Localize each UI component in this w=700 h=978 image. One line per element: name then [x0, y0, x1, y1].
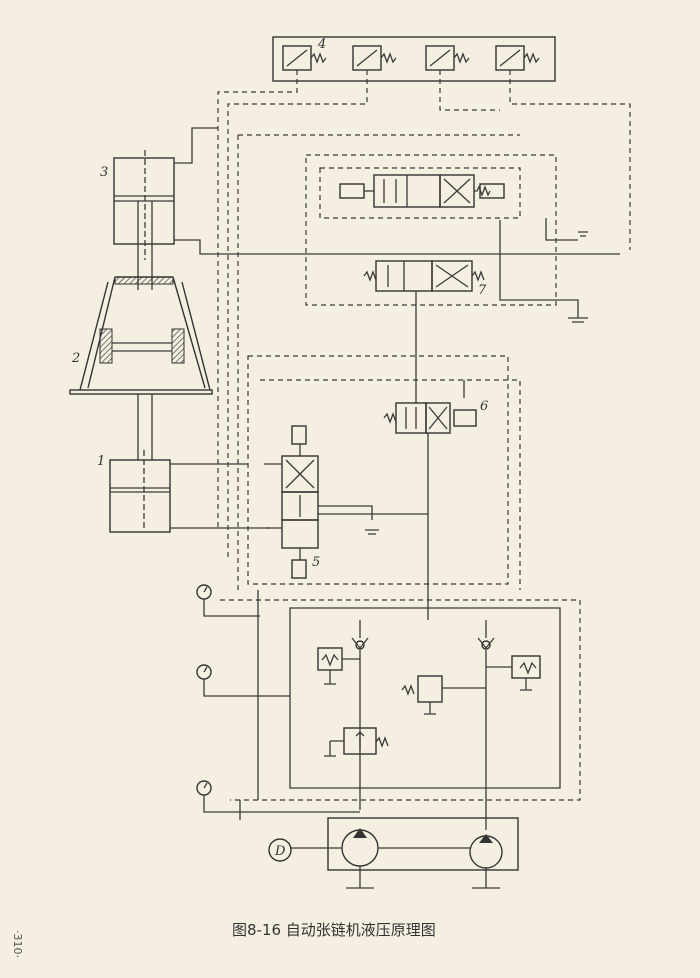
check-valve-icon: [477, 620, 495, 830]
check-valve-icon: [351, 620, 369, 810]
pump-icon: [341, 828, 379, 889]
gauge-icon: [196, 584, 260, 617]
label-4: 4: [317, 37, 326, 52]
label-7: 7: [478, 283, 487, 298]
pressure-gauges: [196, 584, 360, 813]
frame-2: 2: [69, 276, 213, 460]
relief-valve-icon: [486, 655, 541, 691]
pressure-reducing-valve-icon: [401, 675, 486, 715]
valve-6: 6: [247, 350, 509, 620]
label-1: 1: [97, 454, 105, 469]
pump-circuit-valves: [317, 620, 541, 830]
figure-caption: 图8-16 自动张链机液压原理图: [232, 921, 436, 939]
valve-group-7: 7: [305, 154, 588, 350]
pilot-lines-top: [217, 70, 631, 590]
pressure-switch: [425, 45, 470, 71]
label-5: 5: [312, 555, 320, 570]
gauge-icon: [196, 780, 360, 813]
main-lines: [220, 379, 581, 820]
pressure-switch-group: 4: [272, 36, 556, 82]
label-2: 2: [71, 351, 80, 366]
label-6: 6: [480, 399, 488, 414]
relief-valve-icon: [317, 647, 360, 685]
cylinder-1: 1: [97, 450, 270, 533]
valve-5: 5: [264, 425, 428, 579]
pump-icon: [469, 834, 503, 889]
motor-symbol: D: [274, 844, 286, 859]
page-number-side: ·310·: [11, 930, 24, 958]
pressure-switch: [352, 45, 397, 71]
pressure-switch: [495, 45, 540, 71]
sequence-valve-icon: [324, 727, 389, 757]
pump-unit: D: [268, 817, 519, 889]
cylinder-3: 3: [100, 127, 620, 290]
gauge-icon: [196, 664, 290, 697]
label-3: 3: [100, 165, 108, 180]
motor-icon: D: [268, 838, 292, 862]
